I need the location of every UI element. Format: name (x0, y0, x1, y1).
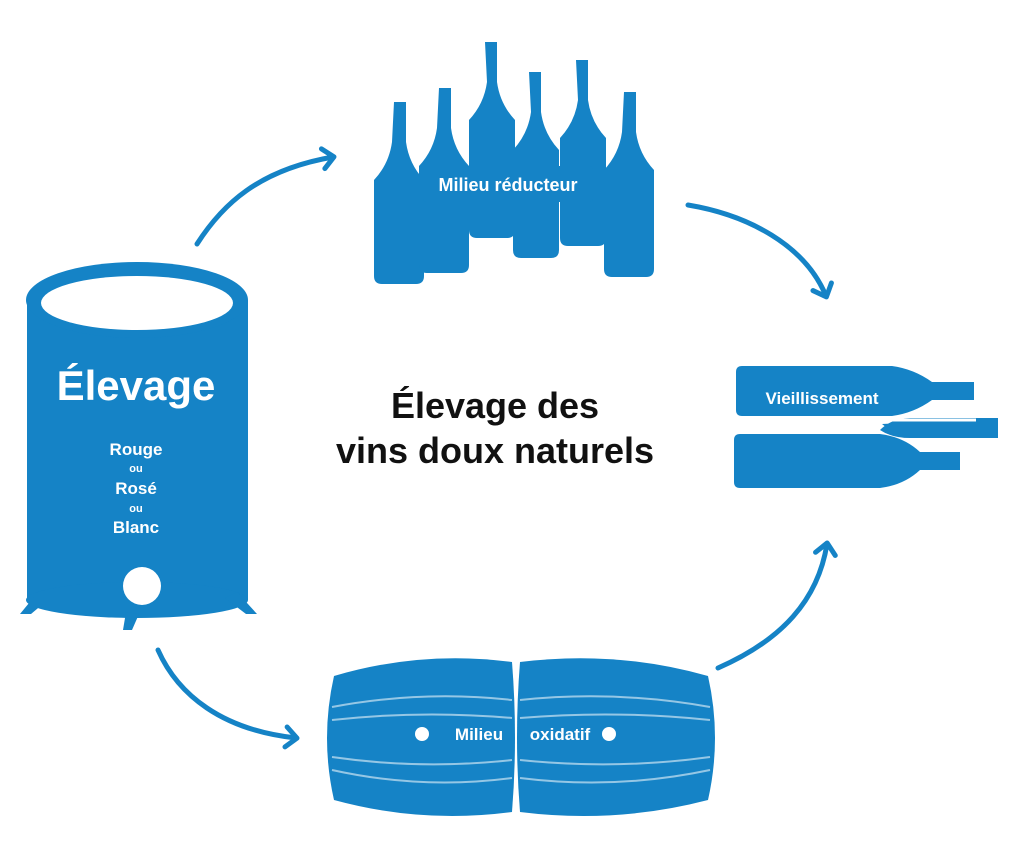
barrels-label-right: oxidatif (530, 725, 591, 744)
vat-option-blanc: Blanc (113, 518, 159, 537)
barrels-icon (327, 658, 715, 816)
vat-separator-2: ou (129, 503, 142, 515)
title-line-2: vins doux naturels (336, 430, 654, 471)
barrels-label-left: Milieu (455, 725, 503, 744)
bung-left (415, 727, 429, 741)
vat-tap (123, 567, 161, 605)
vat-separator-1: ou (129, 463, 142, 475)
arrow-tank-to-bottles (194, 146, 337, 247)
bung-right (602, 727, 616, 741)
text-labels: Élevage des vins doux naturels Élevage R… (57, 175, 879, 744)
vat-label: Élevage (57, 362, 216, 409)
arrow-tank-to-barrels (155, 647, 300, 750)
bottles-icon (374, 42, 654, 284)
bottles-label: Milieu réducteur (438, 175, 577, 195)
arrow-bottles-to-aging (685, 202, 834, 300)
cycle-arrows (155, 146, 838, 750)
title-line-1: Élevage des (391, 385, 599, 426)
vat-icon (20, 262, 257, 630)
vat-option-rouge: Rouge (110, 440, 163, 459)
aging-label: Vieillissement (765, 389, 878, 408)
arrow-barrels-to-aging (715, 540, 838, 671)
lying-bottles-icon (734, 366, 998, 488)
vat-option-rose: Rosé (115, 479, 157, 498)
